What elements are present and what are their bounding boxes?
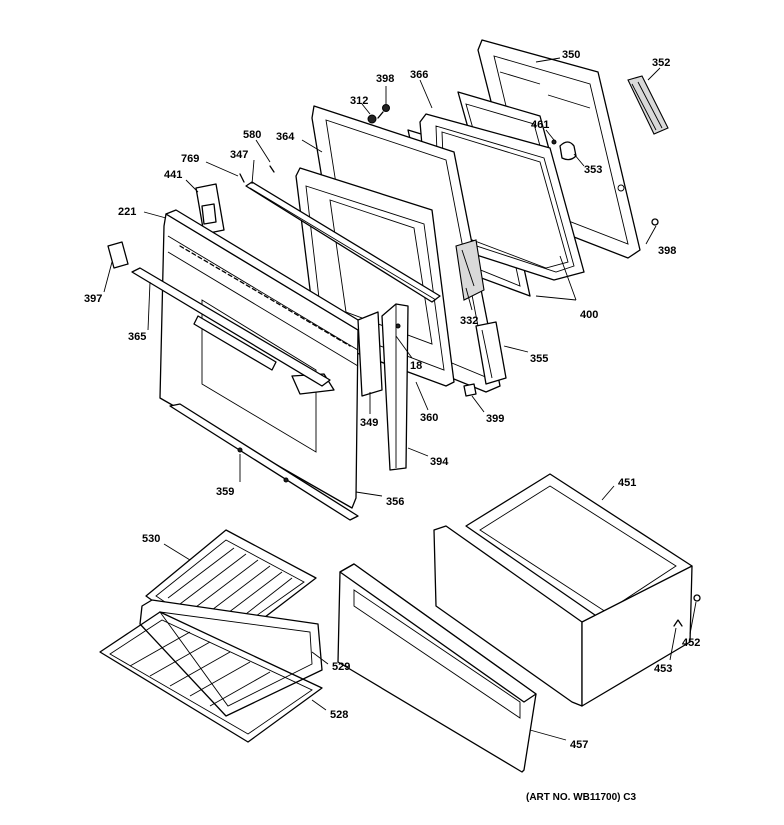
part-457-drawer-front <box>337 563 537 773</box>
part-441-bracket <box>195 183 225 235</box>
leader-lines <box>103 57 697 741</box>
label-398-top: 398 <box>376 73 394 85</box>
part-453-clip <box>673 619 683 627</box>
art-number: (ART NO. WB11700) C3 <box>526 792 636 803</box>
label-451: 451 <box>618 477 636 489</box>
part-580-screw <box>269 165 275 173</box>
label-365: 365 <box>128 331 146 343</box>
label-312: 312 <box>350 95 368 107</box>
label-332: 332 <box>460 315 478 327</box>
part-397-clip <box>107 241 129 269</box>
label-356: 356 <box>386 496 404 508</box>
label-359: 359 <box>216 486 234 498</box>
label-453: 453 <box>654 663 672 675</box>
label-360: 360 <box>420 412 438 424</box>
label-452: 452 <box>682 637 700 649</box>
part-451-drawer-body <box>433 473 693 707</box>
label-366: 366 <box>410 69 428 81</box>
label-364: 364 <box>276 131 295 143</box>
part-528-oven-rack <box>99 611 323 743</box>
part-355-side-channel <box>475 321 507 385</box>
label-355: 355 <box>530 353 548 365</box>
label-398-side: 398 <box>658 245 676 257</box>
part-352-vent-strip <box>627 75 669 135</box>
part-359-bottom-trim <box>169 403 359 521</box>
label-580: 580 <box>243 129 261 141</box>
part-398-screw-side <box>651 218 659 226</box>
label-18: 18 <box>410 360 422 372</box>
label-528: 528 <box>330 709 348 721</box>
label-349: 349 <box>360 417 378 429</box>
part-349-bracket <box>357 311 383 397</box>
door-vent-slots <box>179 245 351 347</box>
part-221-outer-door <box>159 209 369 509</box>
part-365-handle-trim <box>131 267 331 387</box>
part-398-screw-top <box>377 104 390 119</box>
label-221: 221 <box>118 206 136 218</box>
label-529: 529 <box>332 661 350 673</box>
label-400: 400 <box>580 309 598 321</box>
label-457: 457 <box>570 739 588 751</box>
part-399-clip <box>463 383 477 397</box>
label-353: 353 <box>584 164 602 176</box>
label-397: 397 <box>84 293 102 305</box>
label-347: 347 <box>230 149 248 161</box>
callout-labels: 350 352 398 366 312 461 353 580 364 769 … <box>84 49 700 751</box>
part-347-top-trim <box>245 181 441 303</box>
label-769: 769 <box>181 153 199 165</box>
part-529-broiler-pan <box>139 599 323 717</box>
label-399: 399 <box>486 413 504 425</box>
label-461: 461 <box>531 119 549 131</box>
part-394-side-post <box>381 303 409 471</box>
part-312-nut <box>367 114 377 124</box>
label-352: 352 <box>652 57 670 69</box>
label-441: 441 <box>164 169 182 181</box>
part-452-bumper <box>693 594 701 602</box>
label-530: 530 <box>142 533 160 545</box>
label-394: 394 <box>430 456 449 468</box>
label-350: 350 <box>562 49 580 61</box>
part-769-screw <box>239 173 245 183</box>
